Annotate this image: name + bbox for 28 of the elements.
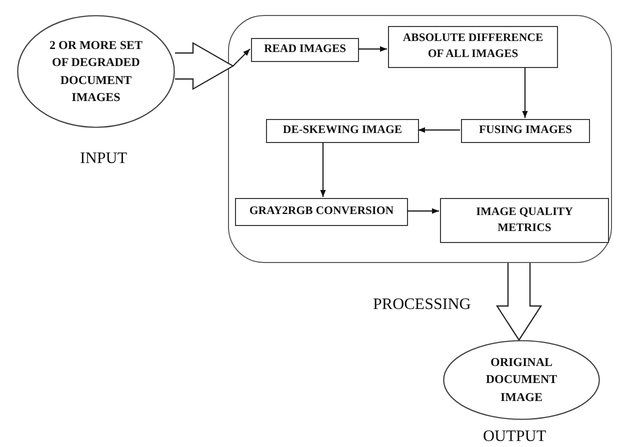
stage-label: PROCESSING (373, 296, 471, 314)
process-box (266, 119, 419, 143)
arrow (522, 67, 528, 118)
process-box (440, 198, 609, 243)
arrow (320, 142, 326, 197)
output-ellipse (443, 340, 600, 420)
process-box (461, 119, 590, 143)
node-text: READ IMAGES (262, 42, 348, 58)
arrow (358, 46, 387, 52)
node-text: 2 OR MORE SET OF DEGRADED DOCUMENT IMAGES (48, 36, 144, 106)
stage-label: OUTPUT (483, 428, 546, 446)
block-arrow (496, 262, 542, 342)
node-text: DE-SKEWING IMAGE (282, 123, 404, 138)
arrow (418, 127, 460, 133)
input-ellipse (17, 15, 175, 128)
arrow (407, 208, 439, 214)
node-text: ORIGINAL DOCUMENT IMAGE (484, 354, 558, 406)
process-box (251, 38, 359, 62)
process-box (388, 26, 558, 68)
block-arrow (174, 42, 234, 90)
node-text: GRAY2RGB CONVERSION (248, 204, 395, 220)
process-box (235, 198, 408, 226)
node-text: ABSOLUTE DIFFERENCE OF ALL IMAGES (402, 31, 544, 62)
arrow (232, 48, 250, 66)
stage-label: INPUT (80, 150, 128, 168)
processing-container (228, 15, 612, 263)
node-text: FUSING IMAGES (478, 123, 573, 138)
node-text: IMAGE QUALITY METRICS (475, 204, 574, 236)
